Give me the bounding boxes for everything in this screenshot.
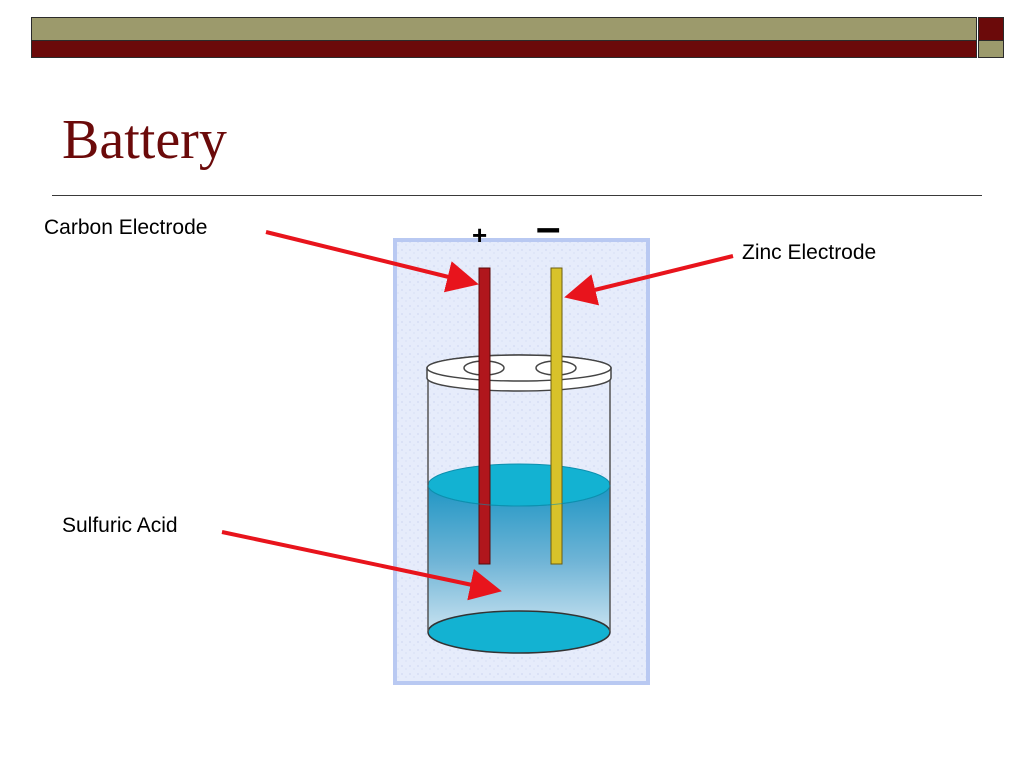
zinc-electrode-label: Zinc Electrode xyxy=(742,241,877,264)
sulfuric-acid-arrow xyxy=(221,530,502,601)
zinc-electrode-rod xyxy=(550,267,563,565)
sulfuric-acid-liquid xyxy=(428,485,610,654)
jar-lid xyxy=(426,354,612,392)
corner-square-olive xyxy=(978,41,1004,58)
zinc-electrode-arrow xyxy=(564,254,734,306)
slide-title: Battery xyxy=(62,109,227,171)
sulfuric-acid-label: Sulfuric Acid xyxy=(62,514,178,537)
corner-square-maroon xyxy=(978,17,1004,41)
carbon-electrode-label: Carbon Electrode xyxy=(44,216,208,239)
top-decor-bar-maroon xyxy=(31,41,977,58)
negative-terminal-label: – xyxy=(536,203,561,252)
jar-bottom xyxy=(427,610,611,654)
title-underline xyxy=(52,195,982,196)
carbon-electrode-arrow xyxy=(265,230,479,293)
top-decor-bar-olive xyxy=(31,17,977,41)
carbon-electrode-rod xyxy=(478,267,491,565)
positive-terminal-label: + xyxy=(472,220,488,250)
